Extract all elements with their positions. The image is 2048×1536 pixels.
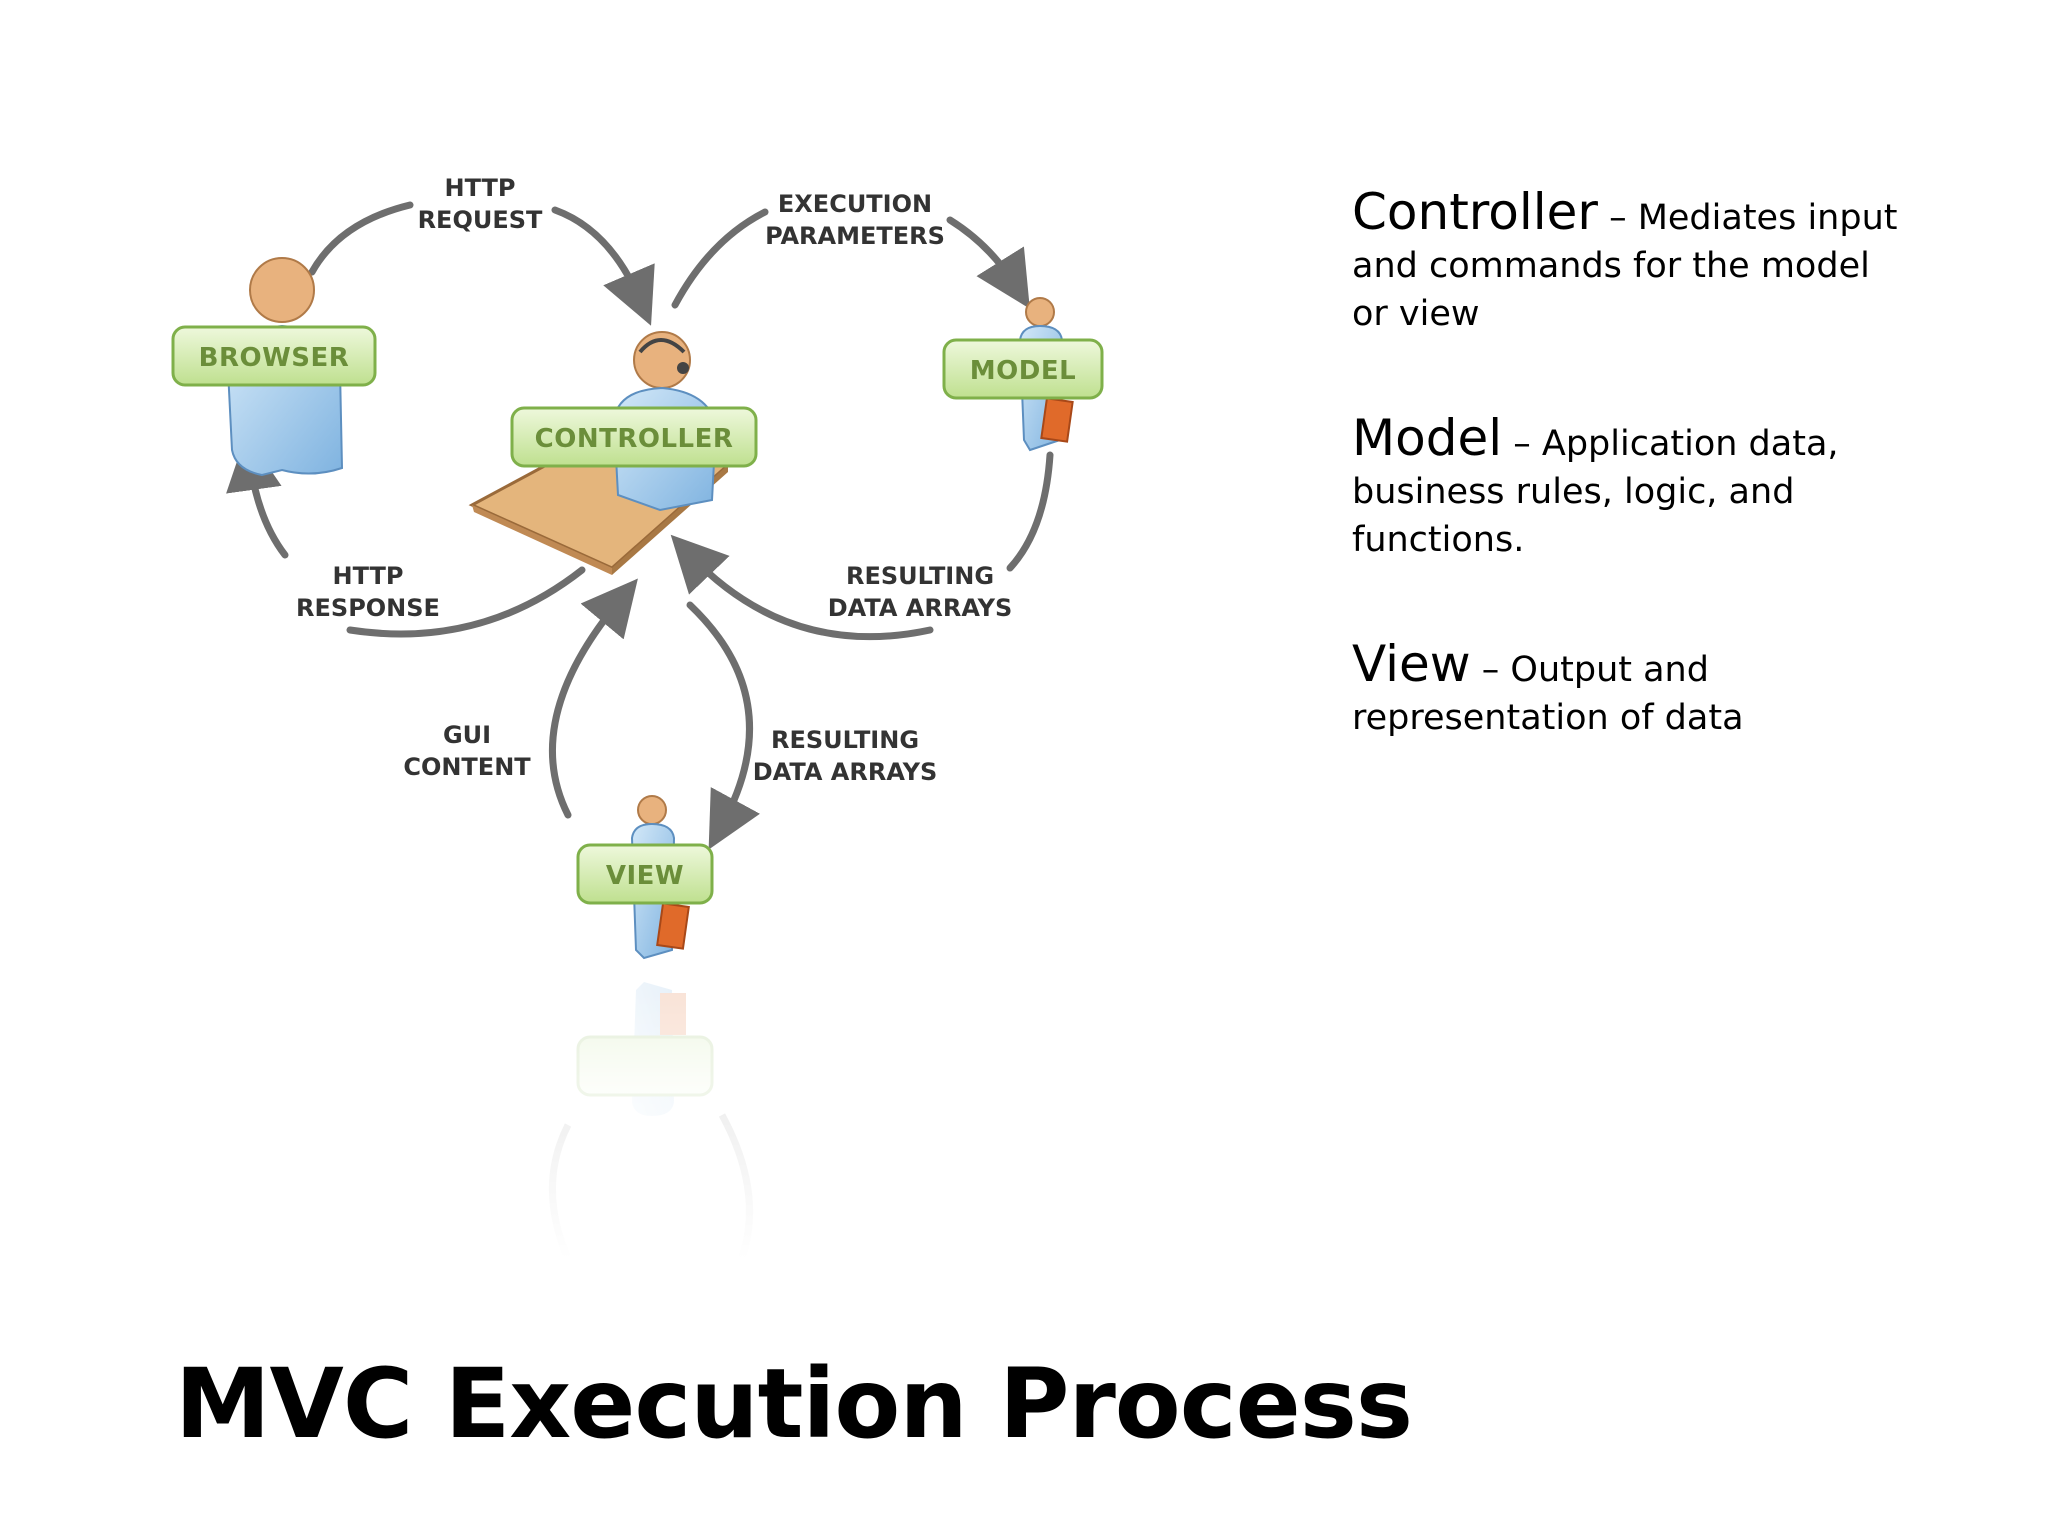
model-label-box xyxy=(942,338,1104,400)
legend-desc-model: – Application data, business rules, logi… xyxy=(1352,424,1839,560)
legend-term-controller: Controller xyxy=(1352,183,1598,241)
edge-label-gui-content-1: GUI xyxy=(443,721,491,749)
controller-label-box xyxy=(510,406,758,468)
legend-entry-view: View – Output and representation of data xyxy=(1352,639,1912,742)
edge-label-resulting-data-model-2: DATA ARRAYS xyxy=(828,594,1013,622)
edge-label-http-response-2: RESPONSE xyxy=(296,594,440,622)
legend-desc-view: – Output and representation of data xyxy=(1352,650,1744,738)
arrow-resulting-data-model-upper xyxy=(1006,451,1054,572)
arrow-http-response-upper xyxy=(226,434,289,559)
reflection-fade xyxy=(120,990,1180,1260)
edge-label-execution-parameters-1: EXECUTION xyxy=(778,190,932,218)
edge-label-http-response-1: HTTP xyxy=(333,562,404,590)
edge-label-execution-parameters-2: PARAMETERS xyxy=(765,222,945,250)
arrow-resulting-data-model-lower xyxy=(670,534,934,641)
view-node: VIEW xyxy=(576,795,714,960)
arrow-http-request-left xyxy=(308,201,414,276)
browser-label-box xyxy=(171,325,377,387)
edge-label-resulting-data-view-1: RESULTING xyxy=(771,726,919,754)
controller-node: CONTROLLER xyxy=(468,331,758,575)
edge-label-http-request-1: HTTP xyxy=(445,174,516,202)
legend-term-view: View xyxy=(1352,635,1471,693)
arrow-execution-parameters-right xyxy=(946,216,1030,309)
legend-entry-controller: Controller – Mediates input and commands… xyxy=(1352,187,1912,338)
model-node: MODEL xyxy=(942,297,1104,452)
mvc-diagram: HTTP REQUEST EXECUTION PARAMETERS HTTP R… xyxy=(120,174,1180,1260)
edge-label-gui-content-2: CONTENT xyxy=(403,753,531,781)
model-document-icon xyxy=(1040,397,1074,443)
view-label: VIEW xyxy=(606,861,684,891)
legend-entry-model: Model – Application data, business rules… xyxy=(1352,413,1912,564)
arrow-resulting-data-view xyxy=(686,601,760,850)
arrow-http-request-right xyxy=(551,206,655,326)
edge-label-resulting-data-model-1: RESULTING xyxy=(846,562,994,590)
legend-desc-controller: – Mediates input and commands for the mo… xyxy=(1352,198,1898,334)
view-label-box xyxy=(576,843,714,905)
browser-label: BROWSER xyxy=(199,343,350,373)
legend-term-model: Model xyxy=(1352,409,1503,467)
model-label: MODEL xyxy=(970,356,1076,386)
arrow-gui-content xyxy=(548,578,638,819)
edge-label-resulting-data-view-2: DATA ARRAYS xyxy=(753,758,938,786)
arrow-execution-parameters-left xyxy=(671,208,769,309)
browser-node: BROWSER xyxy=(171,257,377,477)
edge-labels: HTTP REQUEST EXECUTION PARAMETERS HTTP R… xyxy=(296,174,1012,786)
arrows xyxy=(226,201,1054,850)
edge-label-http-request-2: REQUEST xyxy=(418,206,543,234)
arrow-http-response-lower xyxy=(346,566,586,638)
controller-label: CONTROLLER xyxy=(535,424,734,454)
view-document-icon xyxy=(656,902,690,950)
legend: Controller – Mediates input and commands… xyxy=(1352,187,1912,818)
page-title: MVC Execution Process xyxy=(175,1348,1413,1460)
